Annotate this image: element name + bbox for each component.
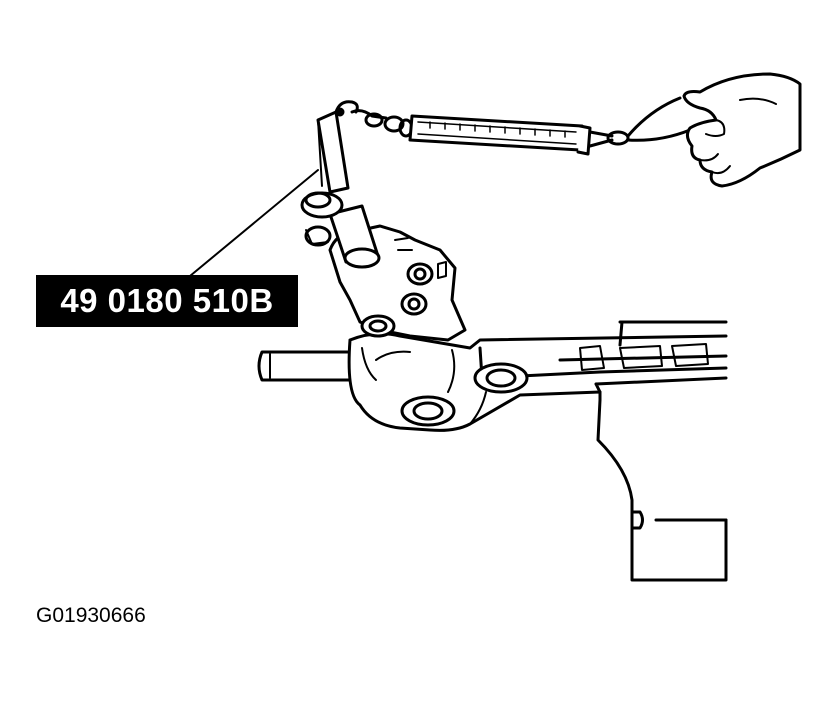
hand-illustration [682, 72, 802, 188]
figure-id: G01930666 [36, 604, 146, 627]
socket-adapter-tool [300, 191, 381, 269]
pull-scale [350, 96, 692, 156]
torque-arm [316, 100, 359, 194]
steering-gear-housing [257, 320, 728, 582]
part-number-label: 49 0180 510B [60, 282, 274, 319]
leader-line [189, 169, 319, 277]
part-number-callout: 49 0180 510B [36, 275, 298, 327]
